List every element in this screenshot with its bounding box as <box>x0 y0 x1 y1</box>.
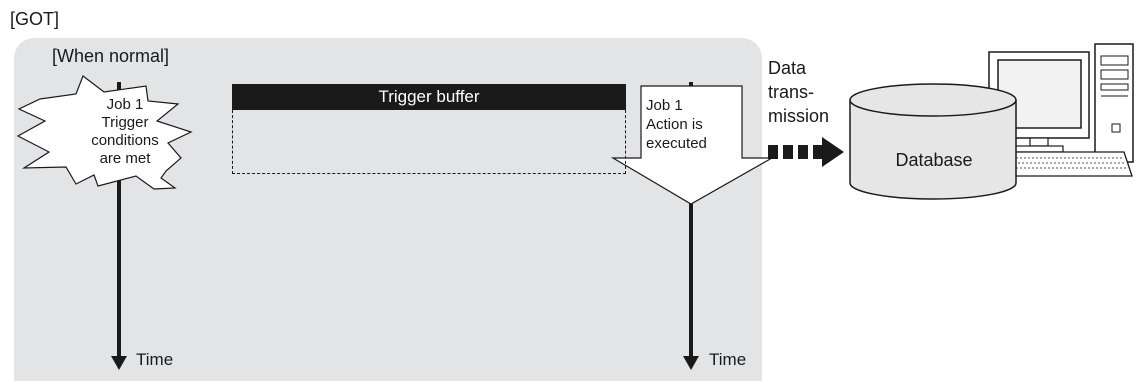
database-label: Database <box>895 150 973 170</box>
left-time-label: Time <box>136 350 174 369</box>
action-line-1: Job 1 <box>646 97 683 114</box>
starburst-callout-icon <box>16 75 193 190</box>
mode-label: [When normal] <box>52 46 170 66</box>
computer-workstation-icon <box>988 43 1134 177</box>
arrow-down-callout-icon <box>610 85 775 205</box>
trigger-line-1: Job 1 <box>106 96 144 113</box>
right-timeline <box>689 82 693 360</box>
trigger-conditions-text: Job 1 Trigger conditions are met <box>60 96 190 168</box>
trigger-line-2: Trigger <box>101 114 149 131</box>
transmission-line-1: Data <box>768 58 807 78</box>
got-label: [GOT] <box>10 9 59 29</box>
trigger-line-3: conditions <box>91 132 159 149</box>
database-cylinder-icon <box>849 83 1017 200</box>
trigger-buffer-header: Trigger buffer <box>232 84 626 110</box>
right-timeline-arrowhead-icon <box>683 356 699 370</box>
transmission-line-3: mission <box>768 106 830 126</box>
data-transmission-label: Data trans- mission <box>768 56 829 128</box>
transmission-line-2: trans- <box>768 82 815 102</box>
right-time-label: Time <box>709 350 747 369</box>
action-line-2: Action is <box>646 116 703 133</box>
action-line-3: executed <box>646 135 707 152</box>
action-executed-text: Job 1 Action is executed <box>646 96 738 153</box>
dashed-arrow-icon <box>768 137 844 167</box>
left-timeline <box>117 82 121 360</box>
trigger-line-4: are met <box>99 150 151 167</box>
left-timeline-arrowhead-icon <box>111 356 127 370</box>
trigger-buffer-area <box>232 110 626 174</box>
